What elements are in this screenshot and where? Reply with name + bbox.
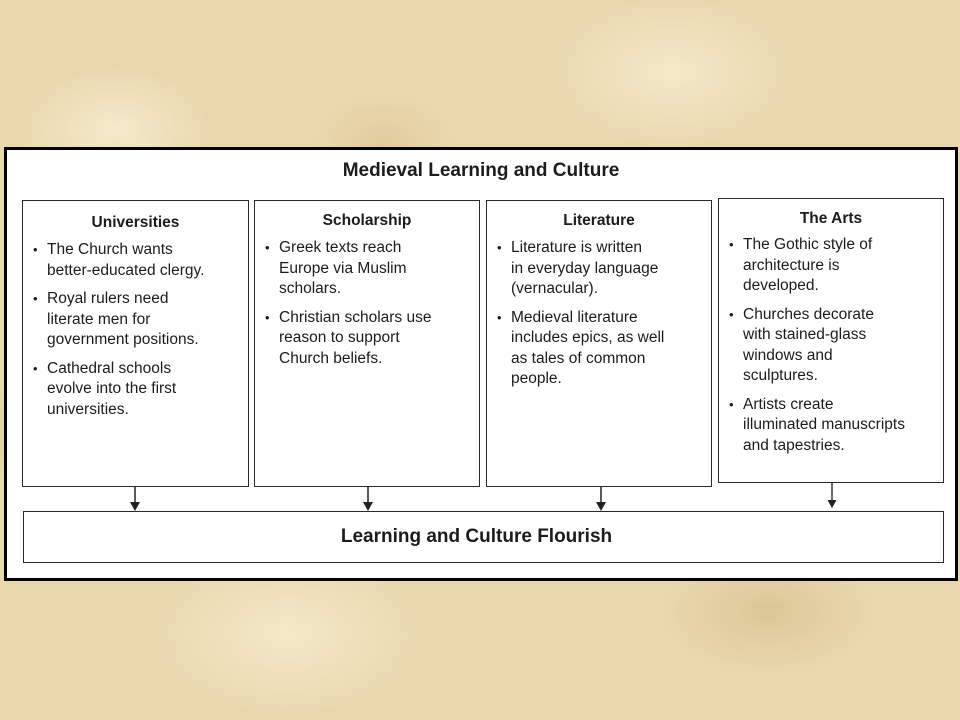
bullet-icon: • — [33, 242, 38, 257]
bullet-item: • Cathedral schools evolve into the first… — [33, 359, 244, 421]
bullet-text: Artists create illuminated manuscripts a… — [743, 395, 905, 454]
bullet-icon: • — [497, 309, 502, 325]
bullet-item: • Christian scholars use reason to suppor… — [265, 308, 475, 370]
bullet-text: The Church wants better-educated clergy. — [47, 241, 205, 279]
bullet-item: • Churches decorate with stained-glass wi… — [729, 305, 939, 387]
diagram-title: Medieval Learning and Culture — [342, 160, 620, 181]
bullet-icon: • — [497, 240, 502, 255]
bullet-icon: • — [265, 240, 270, 255]
bullet-text: Churches decorate with stained-glass win… — [743, 305, 874, 385]
column-the-arts: The Arts • The Gothic style of architectu… — [718, 198, 944, 483]
bullet-list-universities: • The Church wants better-educated clergy… — [23, 240, 248, 420]
bullet-text: The Gothic style of architecture is deve… — [743, 236, 873, 294]
bullet-text: Royal rulers need literate men for gover… — [47, 290, 199, 348]
bullet-item: • Artists create illuminated manuscripts … — [729, 395, 939, 457]
bullet-text: Christian scholars use reason to support… — [279, 308, 432, 367]
bullet-item: • Medieval literature includes epics, as … — [497, 308, 707, 390]
column-scholarship: Scholarship • Greek texts reach Europe vi… — [254, 200, 480, 487]
bullet-text: Greek texts reach Europe via Muslim scho… — [279, 239, 407, 297]
bullet-item: • Greek texts reach Europe via Muslim sch… — [265, 238, 475, 300]
diagram-panel: Medieval Learning and Culture Universiti… — [4, 147, 958, 581]
bullet-text: Medieval literature includes epics, as w… — [511, 308, 665, 388]
bullet-icon: • — [729, 396, 734, 412]
bullet-icon: • — [33, 360, 38, 376]
bullet-icon: • — [729, 306, 734, 322]
arrow-down-icon — [827, 483, 837, 509]
bullet-item: • The Gothic style of architecture is dev… — [729, 235, 939, 297]
bullet-list-the-arts: • The Gothic style of architecture is dev… — [719, 235, 943, 456]
bullet-text: Literature is written in everyday langua… — [511, 239, 659, 297]
result-box: Learning and Culture Flourish — [23, 511, 944, 563]
bullet-icon: • — [33, 291, 38, 306]
bullet-text: Cathedral schools evolve into the first … — [47, 359, 177, 418]
bullet-icon: • — [729, 237, 734, 252]
column-literature: Literature • Literature is written in eve… — [486, 200, 712, 487]
arrow-down-icon — [130, 486, 140, 511]
bullet-list-literature: • Literature is written in everyday langu… — [487, 238, 711, 390]
bullet-icon: • — [265, 309, 270, 325]
result-label: Learning and Culture Flourish — [340, 526, 613, 547]
arrow-down-icon — [596, 486, 606, 511]
arrow-down-icon — [363, 486, 373, 511]
column-title-universities: Universities — [91, 214, 180, 231]
bullet-list-scholarship: • Greek texts reach Europe via Muslim sch… — [255, 238, 479, 369]
column-universities: Universities • The Church wants better-ed… — [22, 200, 249, 487]
bullet-item: • The Church wants better-educated clergy… — [33, 240, 244, 281]
bullet-item: • Literature is written in everyday langu… — [497, 238, 707, 300]
column-title-scholarship: Scholarship — [322, 212, 412, 229]
column-title-literature: Literature — [563, 212, 635, 229]
bullet-item: • Royal rulers need literate men for gove… — [33, 289, 244, 351]
column-title-the-arts: The Arts — [799, 210, 863, 227]
